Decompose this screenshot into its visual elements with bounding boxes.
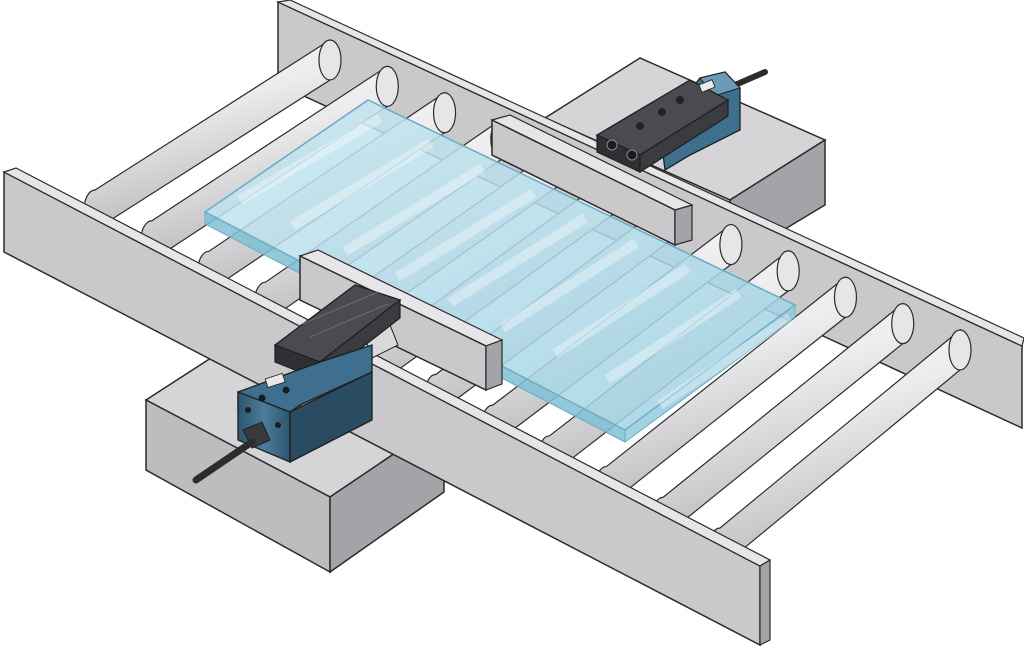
guided-pneumatic-cylinder-icon	[595, 69, 768, 174]
pusher-plate-back	[490, 114, 694, 247]
glass-reflection-line	[342, 163, 486, 256]
glass-reflection-line	[499, 238, 639, 333]
glass-reflection-line	[552, 263, 691, 358]
glass-reflection-line	[604, 288, 742, 384]
front-rail	[2, 167, 772, 647]
glass-reflection-line	[447, 213, 588, 307]
glass-roller-reflections	[237, 113, 793, 410]
glass-reflection-line	[394, 188, 537, 282]
glass-reflection-line	[289, 138, 434, 230]
guided-pneumatic-cylinder-icon	[192, 284, 402, 484]
glass-reflection-line	[657, 313, 793, 410]
glass-reflection-line	[237, 113, 383, 205]
